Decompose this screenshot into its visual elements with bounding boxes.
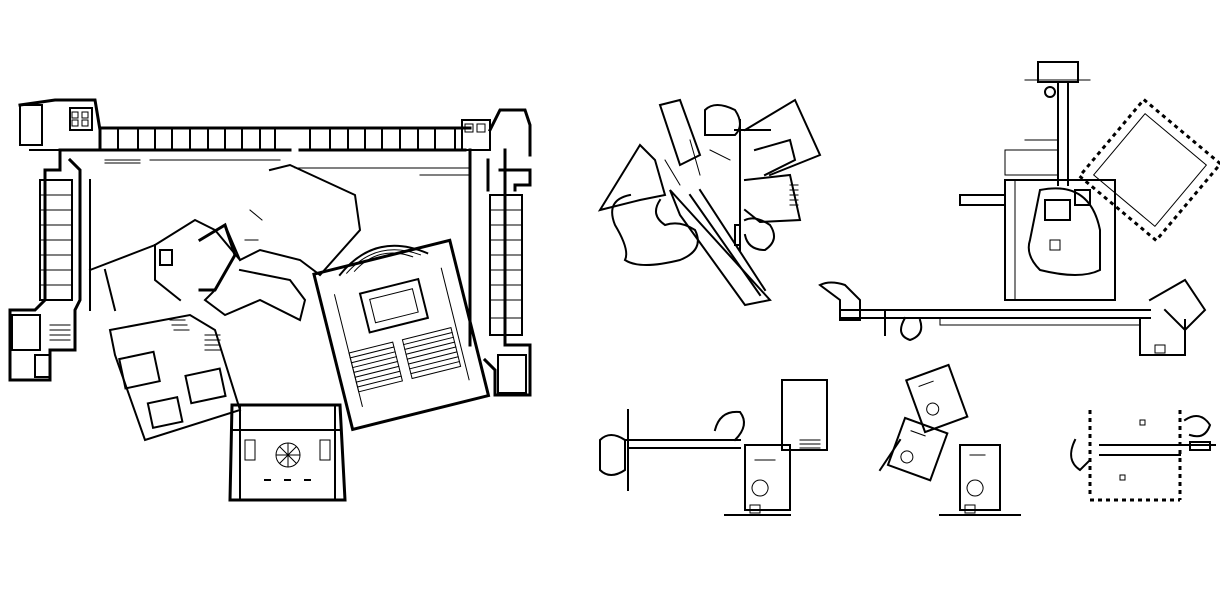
middle-block — [203, 163, 362, 322]
left-wing — [8, 98, 102, 382]
top-wing — [98, 108, 532, 176]
south-court — [228, 403, 347, 502]
plan-house-b — [878, 363, 1021, 516]
plan-angled — [597, 98, 822, 307]
plan-main — [8, 98, 532, 502]
auditorium-seating — [348, 327, 462, 393]
auditorium — [312, 238, 491, 432]
plan-house-a — [599, 379, 828, 516]
lobby — [88, 179, 242, 312]
lower-rooms — [108, 313, 242, 442]
annex — [1077, 97, 1220, 243]
plan-house-c — [1070, 410, 1216, 502]
right-wing — [468, 148, 532, 397]
plan-gallery — [818, 61, 1220, 356]
